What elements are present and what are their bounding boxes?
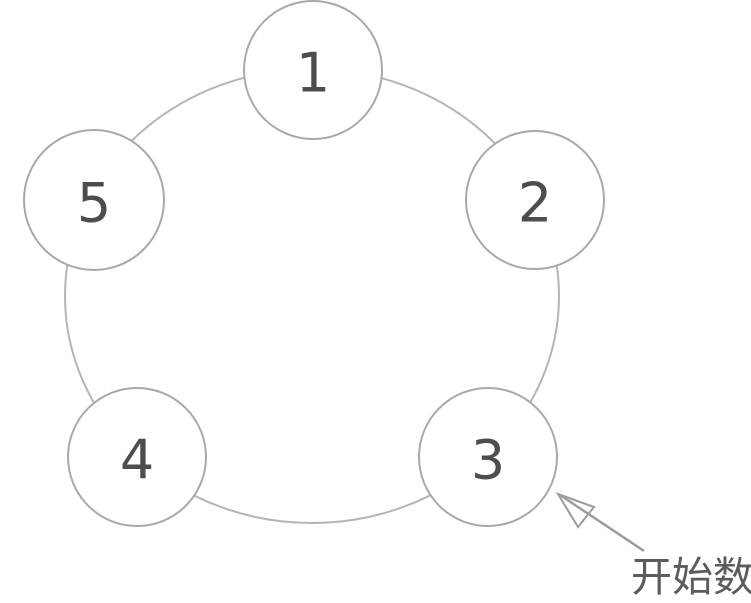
start-arrow-icon (555, 492, 645, 553)
node-4: 4 (67, 387, 207, 527)
node-label: 4 (120, 429, 154, 492)
node-label: 1 (296, 42, 330, 105)
node-circle (418, 387, 558, 527)
node-circle (23, 129, 165, 271)
annotation-start-counting: 开始数 (631, 553, 751, 601)
node-label: 3 (471, 429, 505, 492)
node-circle (67, 387, 207, 527)
arrow-head (555, 492, 596, 529)
node-circle (243, 0, 383, 140)
arrow-shaft (559, 493, 645, 553)
node-3: 3 (418, 387, 558, 527)
node-label: 2 (518, 172, 552, 235)
node-2: 2 (465, 130, 605, 270)
node-label: 5 (77, 172, 111, 235)
node-5: 5 (23, 129, 165, 271)
node-circle (465, 130, 605, 270)
node-1: 1 (243, 0, 383, 140)
